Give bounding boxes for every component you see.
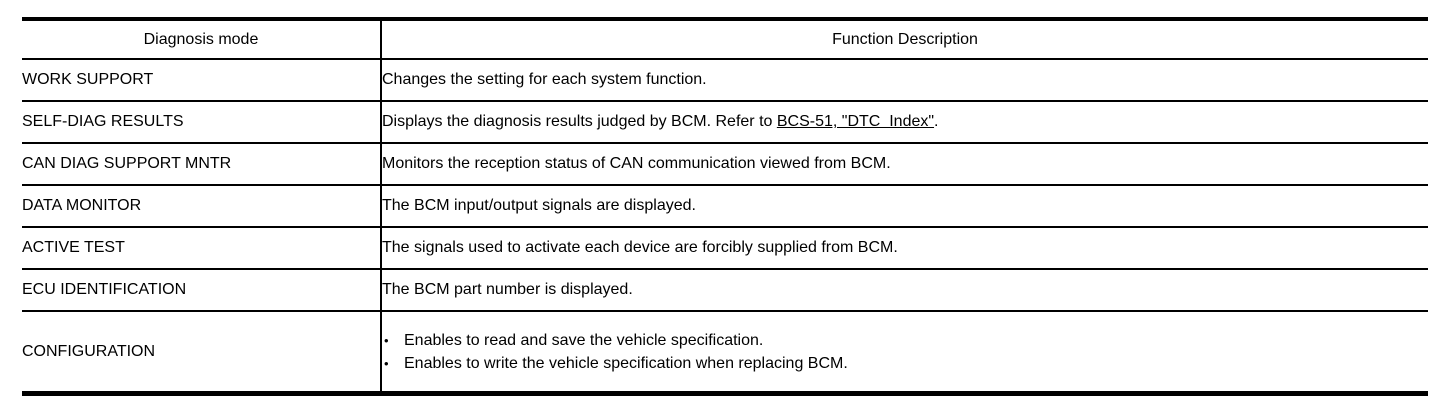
table-row: WORK SUPPORT Changes the setting for eac…	[22, 59, 1428, 102]
function-description-cell: Monitors the reception status of CAN com…	[381, 143, 1428, 186]
diagnosis-mode-cell: WORK SUPPORT	[22, 59, 382, 102]
table-row: SELF-DIAG RESULTS Displays the diagnosis…	[22, 101, 1428, 144]
table-row: CAN DIAG SUPPORT MNTR Monitors the recep…	[22, 143, 1428, 186]
function-description-cell: • Enables to read and save the vehicle s…	[381, 311, 1428, 395]
function-description-cell: The BCM part number is displayed.	[381, 269, 1428, 312]
diagnosis-mode-cell: CAN DIAG SUPPORT MNTR	[22, 143, 382, 186]
function-description-cell: Changes the setting for each system func…	[381, 59, 1428, 102]
diagnosis-mode-cell: ECU IDENTIFICATION	[22, 269, 382, 312]
bullet-item: • Enables to write the vehicle specifica…	[382, 352, 1428, 375]
bullet-text: Enables to read and save the vehicle spe…	[404, 331, 764, 349]
table-row: DATA MONITOR The BCM input/output signal…	[22, 185, 1428, 228]
diagnosis-mode-cell: SELF-DIAG RESULTS	[22, 101, 382, 144]
diagnosis-mode-cell: ACTIVE TEST	[22, 227, 382, 270]
dtc-index-link[interactable]: BCS-51, "DTC Index"	[776, 113, 935, 130]
bullet-item: • Enables to read and save the vehicle s…	[382, 329, 1428, 352]
function-description-cell: The signals used to activate each device…	[381, 227, 1428, 270]
description-text: .	[934, 113, 939, 130]
function-description-cell: The BCM input/output signals are display…	[381, 185, 1428, 228]
header-diagnosis-mode: Diagnosis mode	[22, 19, 382, 60]
table-row: ECU IDENTIFICATION The BCM part number i…	[22, 269, 1428, 312]
header-function-description: Function Description	[381, 19, 1428, 60]
bullet-text: Enables to write the vehicle specificati…	[404, 354, 848, 372]
bullet-icon: •	[384, 355, 389, 371]
description-text: Displays the diagnosis results judged by…	[382, 113, 777, 130]
table-row: CONFIGURATION • Enables to read and save…	[22, 311, 1428, 395]
diagnosis-mode-cell: DATA MONITOR	[22, 185, 382, 228]
table-row: ACTIVE TEST The signals used to activate…	[22, 227, 1428, 270]
diagnosis-mode-cell: CONFIGURATION	[22, 311, 382, 395]
function-description-cell: Displays the diagnosis results judged by…	[381, 101, 1428, 144]
diagnosis-mode-table: Diagnosis mode Function Description WORK…	[22, 17, 1428, 396]
bullet-icon: •	[384, 332, 389, 348]
table-header-row: Diagnosis mode Function Description	[22, 19, 1428, 60]
